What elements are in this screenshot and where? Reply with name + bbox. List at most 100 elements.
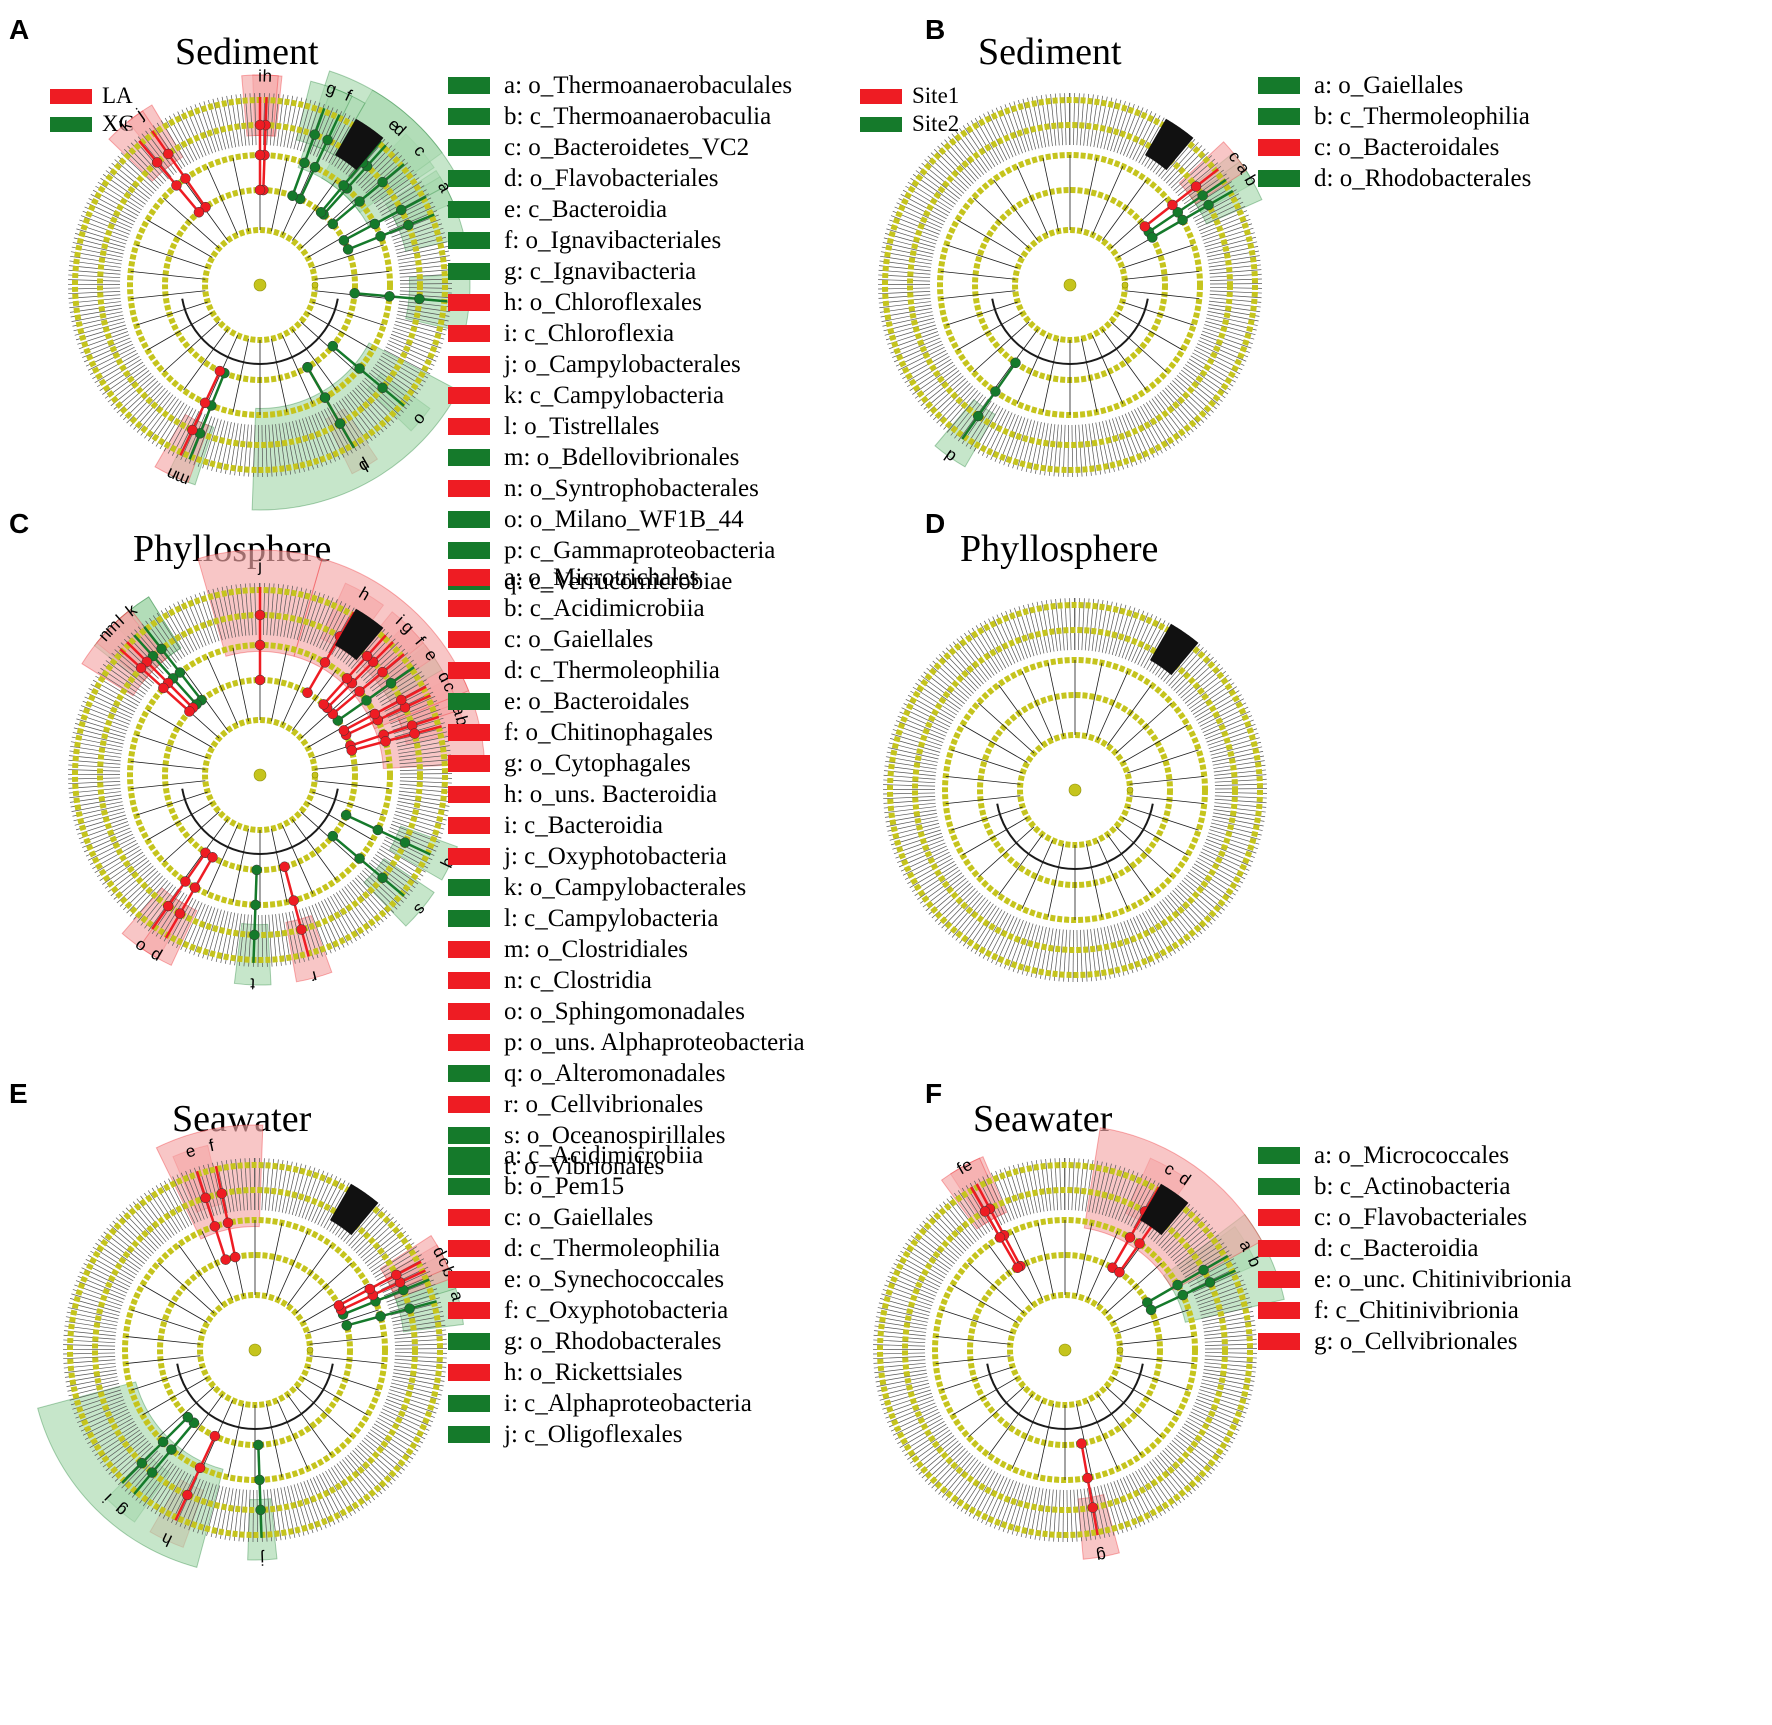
- legend-label: b: c_Acidimicrobiia: [504, 594, 705, 622]
- clade-shade: [155, 1124, 264, 1240]
- tree-branch: [300, 1482, 318, 1532]
- clade-node: [254, 609, 266, 621]
- legend-entry: l: c_Campylobacteria: [448, 903, 805, 934]
- tree-branch: [1097, 840, 1129, 909]
- tree-branch: [76, 228, 127, 245]
- tree-branch: [1092, 335, 1124, 404]
- legend-swatch: [448, 263, 490, 280]
- legend-swatch: [448, 972, 490, 989]
- tree-branch: [1183, 877, 1225, 911]
- tree-branch: [952, 1284, 1018, 1323]
- clade-branch: [252, 869, 258, 963]
- legend-entry: a: c_Acidimicrobiia: [448, 1140, 752, 1171]
- legend-entry: b: c_Thermoleophilia: [1258, 101, 1531, 132]
- tree-branch: [1122, 817, 1188, 856]
- tree-branch: [886, 816, 938, 827]
- legend-entry: j: o_Campylobacterales: [448, 349, 792, 380]
- tree-branch: [1093, 928, 1102, 981]
- tree-branch: [1102, 179, 1147, 241]
- legend-swatch: [448, 631, 490, 648]
- tree-branch: [393, 1320, 445, 1329]
- tree-branch: [1202, 1375, 1254, 1387]
- tree-branch: [396, 731, 448, 744]
- tree-branch: [1127, 749, 1199, 774]
- tree-branch: [142, 1377, 208, 1416]
- tree-branch: [125, 1336, 201, 1345]
- legend-swatch: [448, 1302, 490, 1319]
- tree-branch: [974, 117, 1002, 164]
- tree-branch: [378, 1414, 426, 1440]
- tree-branch: [993, 179, 1038, 241]
- tree-branch: [354, 877, 391, 917]
- tree-branch: [363, 1437, 405, 1471]
- tree-branch: [1091, 599, 1099, 652]
- tree-branch: [278, 913, 287, 966]
- legend-swatch: [448, 356, 490, 373]
- clade-label: j: [260, 1549, 265, 1568]
- legend-label: i: c_Alphaproteobacteria: [504, 1389, 752, 1417]
- clade-node: [364, 1283, 376, 1295]
- tree-branch: [399, 269, 452, 275]
- tree-branch: [102, 364, 146, 395]
- tree-branch: [212, 588, 226, 640]
- tree-branch: [360, 641, 399, 679]
- legend-swatch: [860, 88, 902, 104]
- tree-branch: [1011, 1400, 1043, 1469]
- tree-branch: [940, 271, 1016, 280]
- tree-branch: [226, 95, 237, 148]
- tree-branch: [341, 888, 373, 931]
- tree-branch: [1008, 921, 1027, 971]
- tree-branch: [1108, 1167, 1126, 1218]
- tree-branch: [206, 909, 222, 960]
- clade-node: [334, 418, 346, 429]
- tree-branch: [232, 338, 249, 413]
- tree-branch: [1107, 684, 1152, 746]
- tree-branch: [263, 1489, 268, 1542]
- clade-node: [180, 876, 191, 887]
- legend-label: f: o_Ignavibacteriales: [504, 226, 722, 254]
- tree-branch: [910, 1235, 953, 1267]
- tree-branch: [1151, 398, 1183, 441]
- tree-branch: [884, 806, 937, 814]
- tree-branch: [336, 1463, 368, 1506]
- tree-branch: [68, 291, 121, 295]
- tree-branch: [1103, 98, 1117, 150]
- tree-branch: [881, 311, 933, 322]
- tree-branch: [1134, 409, 1159, 456]
- tree-branch: [887, 747, 939, 760]
- clade-branch: [257, 1444, 263, 1538]
- tree-branch: [395, 810, 446, 826]
- tree-branch: [94, 845, 140, 874]
- tree-branch: [254, 583, 257, 636]
- legend-label: h: o_uns. Bacteroidia: [504, 780, 718, 808]
- tree-branch: [1081, 338, 1098, 413]
- legend-entry: i: c_Alphaproteobacteria: [448, 1388, 752, 1419]
- tree-branch: [990, 412, 1013, 460]
- clade-node: [338, 235, 350, 246]
- tree-branch: [183, 329, 228, 391]
- tree-branch: [877, 1307, 929, 1320]
- clade-node: [377, 666, 388, 678]
- tree-branch: [900, 193, 947, 220]
- clade-branch: [151, 852, 207, 930]
- collapsed-clade-wedge: [1150, 623, 1199, 676]
- clade-node: [1082, 1472, 1093, 1484]
- tree-branch: [1146, 1463, 1178, 1506]
- clade-branch: [262, 97, 268, 191]
- tree-branch: [383, 1405, 432, 1427]
- tree-branch: [957, 398, 989, 442]
- tree-branch: [919, 1224, 960, 1259]
- tree-branch: [902, 851, 950, 876]
- tree-branch: [354, 387, 391, 427]
- tree-branch: [273, 1488, 282, 1541]
- group-label: Site1: [912, 83, 960, 108]
- tree-branch: [90, 683, 137, 710]
- tree-branch: [386, 1284, 436, 1303]
- clade-node: [346, 745, 358, 756]
- tree-branch: [328, 1469, 356, 1514]
- tree-branch: [1214, 798, 1267, 804]
- tree-branch: [1078, 424, 1083, 477]
- tree-branch: [1062, 1489, 1064, 1542]
- clade-branch: [354, 292, 448, 303]
